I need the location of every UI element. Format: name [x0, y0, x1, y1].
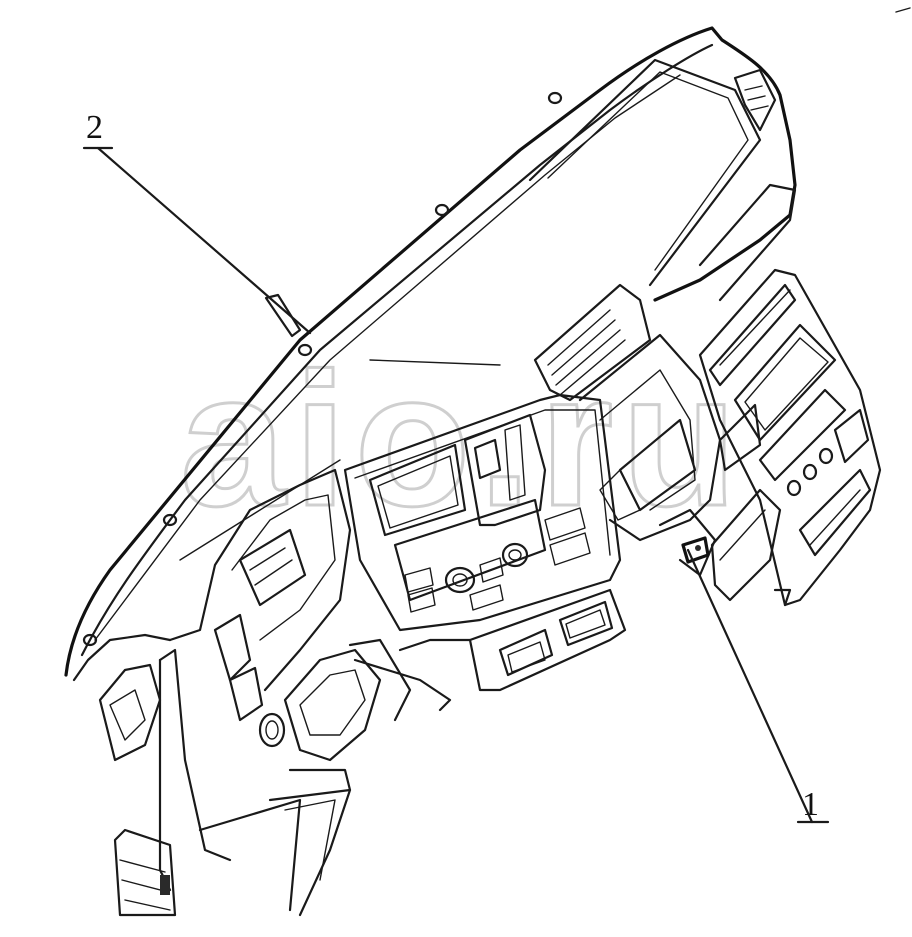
steering-column [198, 638, 452, 917]
mounting-clips [82, 91, 563, 647]
dash-crease-line [369, 359, 501, 366]
right-side-panel [698, 268, 882, 607]
center-console [343, 393, 627, 692]
left-instrument-area [98, 468, 352, 917]
dash-lower-edge [179, 459, 341, 561]
dashboard-top-shell [64, 26, 797, 682]
callout-1: 1 [686, 548, 830, 824]
callout-2-label: 2 [86, 109, 103, 146]
callout-1-label: 1 [802, 786, 819, 823]
fastener-2 [264, 293, 302, 338]
callout-2: 2 [82, 109, 312, 335]
corner-mark [895, 7, 911, 13]
